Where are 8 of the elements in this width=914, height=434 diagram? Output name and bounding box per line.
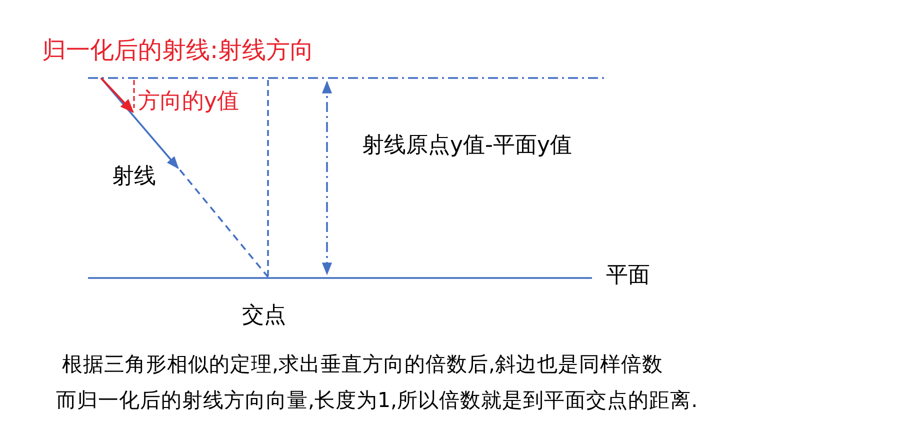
plane-label: 平面 [606, 263, 650, 290]
ray-label: 射线 [112, 164, 156, 190]
component-label: 方向的y值 [138, 89, 240, 116]
intersection-label: 交点 [242, 303, 286, 330]
explanation-text: 而归一化后的射线方向向量,长度为1,所以倍数就是到平面交点的距离. [56, 388, 698, 413]
heading-label: 归一化后的射线:射线方向 [42, 36, 314, 65]
distance-label: 射线原点y值-平面y值 [362, 133, 572, 160]
explanation-text: 根据三角形相似的定理,求出垂直方向的倍数后,斜边也是同样倍数 [62, 352, 664, 377]
